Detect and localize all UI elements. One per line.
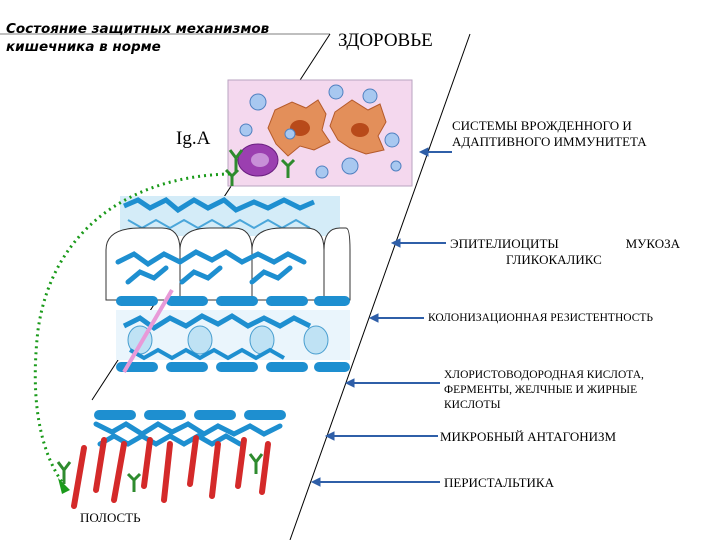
lymphocyte-icon [384,132,400,148]
antibody-icon [56,453,264,492]
page-title: Состояние защитных механизмов кишечника … [6,20,269,56]
label-colonization: КОЛОНИЗАЦИОННАЯ РЕЗИСТЕНТНОСТЬ [428,312,653,324]
label-acid-line-3: КИСЛОТЫ [444,399,501,411]
iga-label: Ig.A [176,128,211,149]
label-epithelium: ЭПИТЕЛИОЦИТЫ МУКОЗА ГЛИКОКАЛИКС [450,236,680,268]
bottom-label: ПОЛОСТЬ [80,510,141,525]
lymphocyte-icon [390,160,402,172]
title-line-2: кишечника в норме [6,39,161,55]
lymphocyte-icon [341,157,359,175]
colonization-zone [116,310,350,361]
label-mucosa: МУКОЗА [625,236,680,251]
label-glycocalyx: ГЛИКОКАЛИКС [506,252,602,267]
label-immunity-line-1: СИСТЕМЫ ВРОЖДЕННОГО И [452,118,632,133]
title-line-1: Состояние защитных механизмов [6,21,270,37]
antibody-icon [224,149,296,186]
lymphocyte-icon [315,165,329,179]
label-acid-line-1: ХЛОРИСТОВОДОРОДНАЯ КИСЛОТА, [444,369,644,381]
pink-diagonal [122,288,174,374]
lymphocyte-icon [328,84,344,100]
mucus-network [115,249,307,285]
lymphocyte-icon [239,123,253,137]
top-label: ЗДОРОВЬЕ [338,30,433,51]
lumen-mucus [93,421,283,447]
pointer-arrows [310,147,452,487]
label-acid-line-2: ФЕРМЕНТЫ, ЖЕЛЧНЫЕ И ЖИРНЫЕ [444,384,638,396]
label-immunity: СИСТЕМЫ ВРОЖДЕННОГО И АДАПТИВНОГО ИММУНИ… [452,118,647,150]
label-immunity-line-2: АДАПТИВНОГО ИММУНИТЕТА [452,134,647,149]
iga-transport-path [33,172,231,483]
lymphocyte-icon [362,88,378,104]
label-epithelium-cells: ЭПИТЕЛИОЦИТЫ [450,236,559,251]
right-slant-line [289,33,471,540]
epithelial-layer [105,227,351,301]
bacteria-rods [71,435,271,509]
label-antagonism: МИКРОБНЫЙ АНТАГОНИЗМ [440,429,617,444]
lymphocyte-icon [249,93,267,111]
label-acid: ХЛОРИСТОВОДОРОДНАЯ КИСЛОТА, ФЕРМЕНТЫ, ЖЕ… [444,368,644,413]
lymphocyte-icon [284,128,296,140]
label-peristalsis: ПЕРИСТАЛЬТИКА [444,475,554,490]
